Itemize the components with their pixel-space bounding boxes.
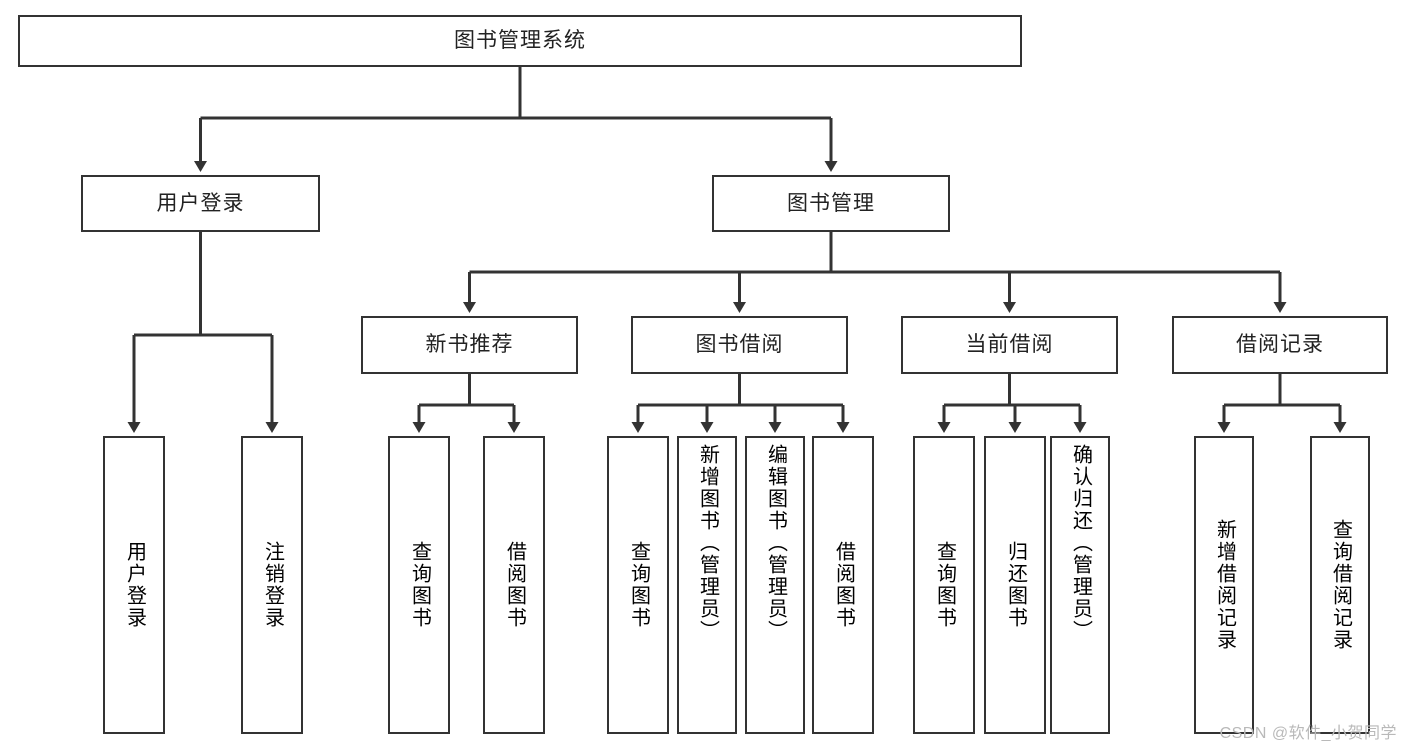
node-leaf-query-book-2[interactable]: 查询图书	[607, 436, 669, 734]
node-leaf-query-borrow-record[interactable]: 查询借阅记录	[1310, 436, 1370, 734]
node-leaf-add-borrow-record-label: 新增借阅记录	[1213, 519, 1236, 651]
node-new-book-recommend-label: 新书推荐	[425, 333, 514, 357]
node-leaf-user-login-label: 用户登录	[123, 541, 146, 629]
node-user-login[interactable]: 用户登录	[81, 175, 320, 232]
node-current-borrow-label: 当前借阅	[965, 333, 1054, 357]
node-leaf-return-book-label: 归还图书	[1004, 541, 1027, 629]
node-leaf-confirm-return-admin[interactable]: 确认归还（管理员）	[1050, 436, 1110, 734]
node-leaf-add-book-admin-label: 新增图书（管理员）	[696, 444, 719, 642]
node-borrow-record[interactable]: 借阅记录	[1172, 316, 1388, 374]
node-new-book-recommend[interactable]: 新书推荐	[361, 316, 578, 374]
node-borrow-record-label: 借阅记录	[1236, 333, 1324, 357]
node-book-manage[interactable]: 图书管理	[712, 175, 950, 232]
node-leaf-query-book-1-label: 查询图书	[408, 541, 431, 629]
node-leaf-user-logout-label: 注销登录	[261, 541, 284, 629]
node-leaf-user-logout[interactable]: 注销登录	[241, 436, 303, 734]
node-leaf-query-borrow-record-label: 查询借阅记录	[1329, 519, 1352, 651]
node-book-manage-label: 图书管理	[787, 191, 875, 215]
node-leaf-borrow-book-2-label: 借阅图书	[832, 541, 855, 629]
node-root-label: 图书管理系统	[454, 29, 586, 53]
node-leaf-edit-book-admin-label: 编辑图书（管理员）	[764, 444, 787, 642]
node-book-borrow[interactable]: 图书借阅	[631, 316, 848, 374]
node-leaf-edit-book-admin[interactable]: 编辑图书（管理员）	[745, 436, 805, 734]
node-leaf-borrow-book-1-label: 借阅图书	[503, 541, 526, 629]
csdn-watermark: CSDN @软件_小贺同学	[1219, 725, 1397, 742]
node-leaf-user-login[interactable]: 用户登录	[103, 436, 165, 734]
node-book-borrow-label: 图书借阅	[695, 333, 784, 357]
node-user-login-label: 用户登录	[156, 191, 245, 215]
node-leaf-add-borrow-record[interactable]: 新增借阅记录	[1194, 436, 1254, 734]
node-leaf-query-book-1[interactable]: 查询图书	[388, 436, 450, 734]
node-current-borrow[interactable]: 当前借阅	[901, 316, 1118, 374]
node-leaf-query-book-3[interactable]: 查询图书	[913, 436, 975, 734]
node-leaf-confirm-return-admin-label: 确认归还（管理员）	[1069, 444, 1092, 642]
node-leaf-borrow-book-2[interactable]: 借阅图书	[812, 436, 874, 734]
node-leaf-query-book-2-label: 查询图书	[627, 541, 650, 629]
node-leaf-query-book-3-label: 查询图书	[933, 541, 956, 629]
node-leaf-borrow-book-1[interactable]: 借阅图书	[483, 436, 545, 734]
node-leaf-add-book-admin[interactable]: 新增图书（管理员）	[677, 436, 737, 734]
node-leaf-return-book[interactable]: 归还图书	[984, 436, 1046, 734]
node-root[interactable]: 图书管理系统	[18, 15, 1022, 67]
